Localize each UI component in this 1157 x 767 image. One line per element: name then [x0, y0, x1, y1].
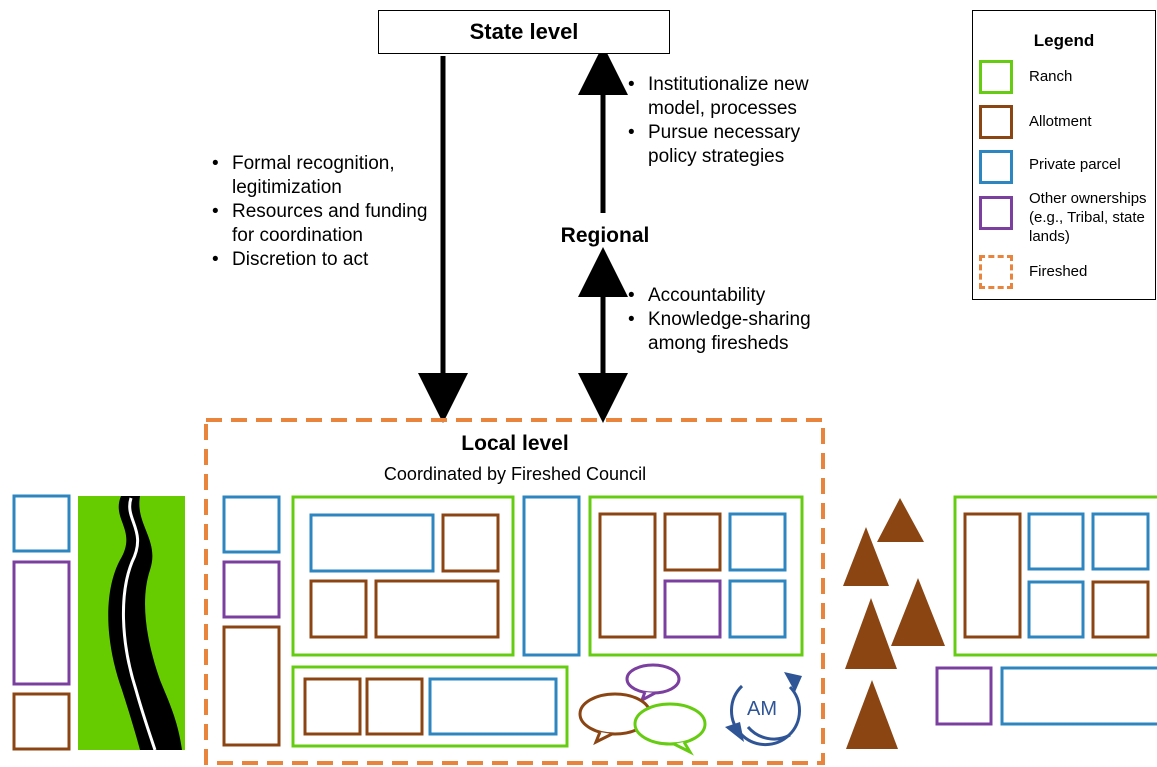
allotment-parcel: [222, 625, 281, 747]
local-level-title: Local level: [461, 432, 569, 455]
allotment-parcel: [365, 677, 424, 736]
legend-label: Other ownerships (e.g., Tribal, state la…: [1029, 190, 1147, 245]
regional-label: Regional: [560, 224, 650, 247]
list-item: Discretion to act: [208, 248, 438, 272]
legend-label: Ranch: [1029, 68, 1073, 85]
other-ownership-parcel: [222, 560, 281, 619]
state-level-label: State level: [469, 19, 579, 44]
ranch: [588, 495, 804, 657]
fireshed-swatch: [979, 255, 1013, 289]
allotment-parcel: [441, 513, 500, 573]
allotment-parcel: [303, 677, 362, 736]
allotment-parcel: [12, 692, 71, 751]
list-item: Knowledge-sharing among firesheds: [624, 308, 824, 356]
ranch: [291, 495, 515, 657]
regional-upward-list: Institutionalize new model, processes Pu…: [624, 73, 834, 169]
private-parcel: [1027, 580, 1085, 639]
legend-label: Private parcel: [1029, 156, 1121, 173]
private-parcel: [728, 579, 787, 639]
local-level-subtitle: Coordinated by Fireshed Council: [383, 464, 647, 484]
legend-label: Allotment: [1029, 113, 1092, 130]
other-ownership-parcel: [663, 579, 722, 639]
allotment-parcel: [1091, 580, 1150, 639]
other-ownerships-swatch: [979, 196, 1013, 230]
allotment-parcel: [598, 512, 657, 639]
private-parcel: [428, 677, 558, 736]
other-ownership-parcel: [12, 560, 71, 686]
ranch: [953, 495, 1157, 657]
allotment-parcel: [963, 512, 1022, 639]
allotment-parcel: [309, 579, 368, 639]
list-item: Accountability: [624, 284, 824, 308]
adaptive-management-cycle-icon: [725, 672, 802, 747]
private-parcel: [728, 512, 787, 572]
ranch: [291, 665, 569, 748]
fireshed-boundary: [204, 418, 825, 765]
allotment-parcel: [374, 579, 500, 639]
allotment-parcel: [663, 512, 722, 572]
private-parcel: [1027, 512, 1085, 571]
private-parcel: [1000, 666, 1157, 726]
state-support-list: Formal recognition, legitimization Resou…: [208, 152, 438, 272]
state-level-box: State level: [378, 10, 670, 54]
list-item: Institutionalize new model, processes: [624, 73, 834, 121]
road-icon: [78, 496, 185, 751]
legend-title: Legend: [1033, 31, 1095, 50]
tree-icons: [843, 498, 945, 749]
private-parcel: [522, 495, 581, 657]
private-parcel-swatch: [979, 150, 1013, 184]
private-parcel: [1091, 512, 1150, 571]
legend-label: Fireshed: [1029, 263, 1088, 280]
other-ownership-parcel: [935, 666, 993, 726]
private-parcel: [222, 495, 281, 554]
allotment-swatch: [979, 105, 1013, 139]
speech-bubbles-icon: [578, 663, 707, 756]
legend: Legend Ranch Allotment Private parcel Ot…: [972, 10, 1156, 300]
regional-local-list: Accountability Knowledge-sharing among f…: [624, 284, 824, 356]
am-label: AM: [747, 698, 777, 720]
list-item: Resources and funding for coordination: [208, 200, 438, 248]
private-parcel: [309, 513, 435, 573]
ranch-swatch: [979, 60, 1013, 94]
private-parcel: [12, 494, 71, 553]
list-item: Formal recognition, legitimization: [208, 152, 438, 200]
list-item: Pursue necessary policy strategies: [624, 121, 834, 169]
